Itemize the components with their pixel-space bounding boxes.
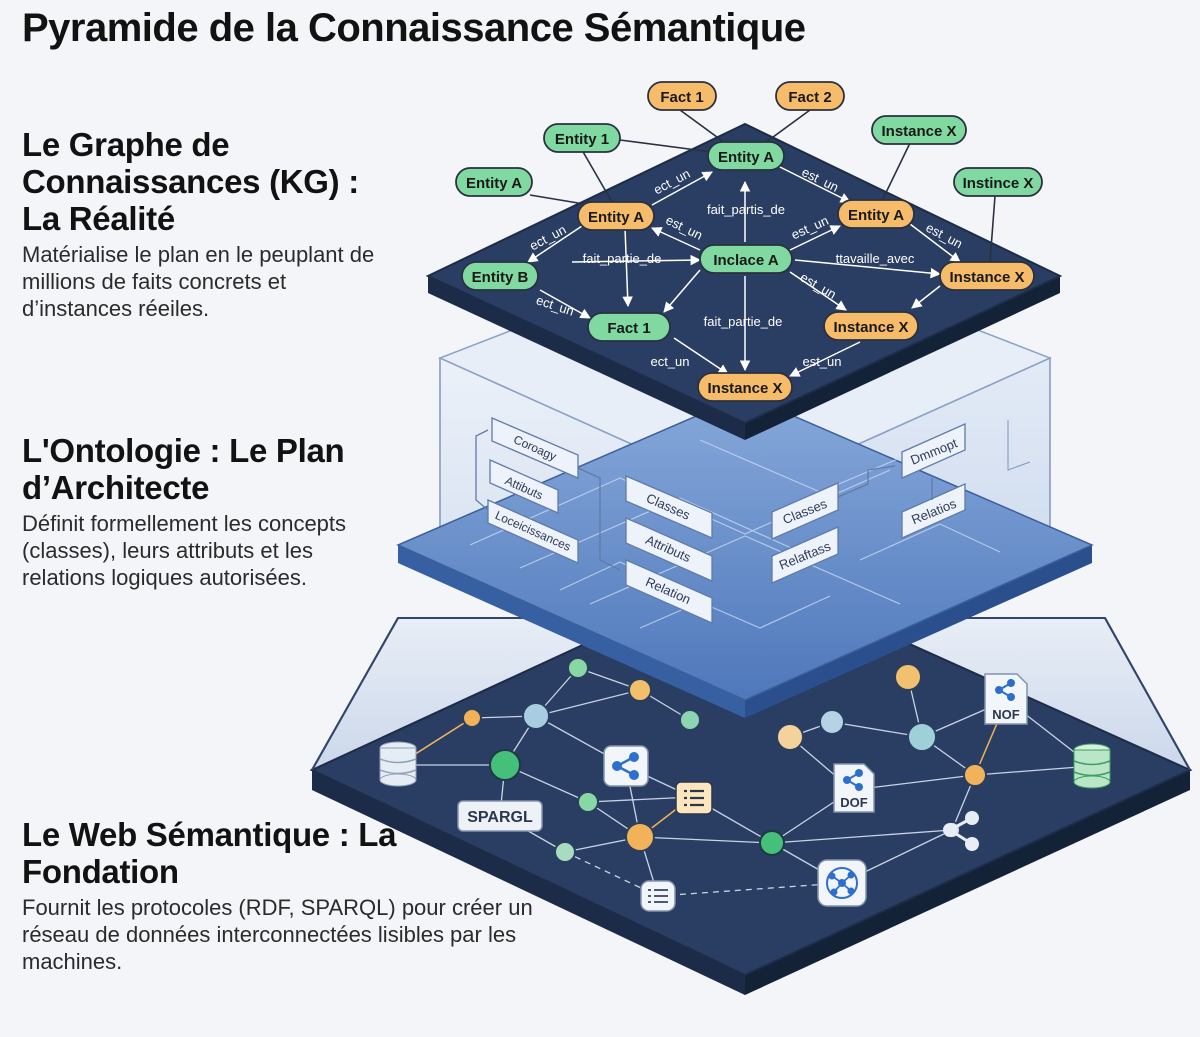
ontology-card-group-left: Coroagy Attibuts Loceicissances [475,417,621,571]
list-icon [640,880,676,912]
node-instince-x: Instince X [953,167,1043,197]
database-icon [1073,743,1111,789]
svg-text:Instance X: Instance X [949,269,1024,286]
svg-text:Fact 2: Fact 2 [788,89,831,106]
node-entity-a-top: Entity A [707,141,785,171]
node-entity-b: Entity B [461,261,539,291]
node-entity-a-orange-left: Entity A [577,201,655,231]
network-node [462,708,482,728]
network-node [907,722,937,752]
node-instance-x-mid: Instance X [823,311,919,341]
network-node [567,657,589,679]
svg-text:Entity A: Entity A [848,207,904,224]
edge-label: est_un [802,354,841,369]
share-node-icon [603,745,649,787]
network-node [577,791,599,813]
section-knowledge-graph: Le Graphe de Connaissances (KG) : La Réa… [22,126,402,322]
nof-label: NOF [992,707,1020,722]
svg-text:Entity A: Entity A [466,175,522,192]
edge-label: ttavaille_avec [836,251,915,266]
svg-text:Instince X: Instince X [963,175,1034,192]
node-entity-a-orange-right: Entity A [837,199,915,229]
list-document-icon [675,781,713,815]
edge-label: fait_partie_de [583,251,662,266]
ontology-description: Définit formellement les concepts (class… [22,511,347,590]
node-inclace-a: Inclace A [699,244,793,274]
section-ontology: L'Ontologie : Le Plan d’Architecte Défin… [22,432,402,591]
semantic-web-layer: SPARGL NOF [309,568,1193,995]
node-entity-a-left: Entity A [455,167,533,197]
knowledge-graph-layer: ect_un fait_partis_de est_un ect_un est_… [425,81,1063,440]
network-hub-icon [817,859,867,907]
kg-nodes: Fact 1 Fact 2 Entity 1 Instance X Entity… [455,81,1043,402]
svg-text:Entity B: Entity B [472,269,529,286]
svg-text:Fact 1: Fact 1 [660,89,703,106]
sparql-tag: SPARGL [457,800,543,832]
edge-label: fait_partie_de [704,314,783,329]
svg-text:Fact 1: Fact 1 [607,320,650,337]
network-node [759,830,785,856]
semantic-web-description: Fournit les protocoles (RDF, SPARQL) pou… [22,895,533,974]
network-node [522,702,550,730]
network-node [554,841,576,863]
network-node [625,822,655,852]
network-node [963,763,987,787]
knowledge-graph-heading: Le Graphe de Connaissances (KG) : La Réa… [22,126,359,237]
node-instance-x-bottom: Instance X [697,372,793,402]
node-entity-1: Entity 1 [543,123,621,153]
network-node [819,709,845,735]
dof-document-icon: DOF [833,763,875,813]
section-semantic-web: Le Web Sémantique : La Fondation Fournit… [22,816,542,975]
nof-document-icon: NOF [984,673,1028,725]
node-fact-1-top: Fact 1 [647,81,717,111]
node-fact-2-top: Fact 2 [775,81,845,111]
svg-text:Inclace A: Inclace A [713,252,778,269]
svg-text:Entity A: Entity A [718,149,774,166]
node-instance-x-top: Instance X [871,115,967,145]
network-node [776,723,804,751]
semantic-web-heading: Le Web Sémantique : La Fondation [22,816,397,890]
svg-text:Instance X: Instance X [833,319,908,336]
network-node [489,749,521,781]
network-node [628,678,652,702]
dof-label: DOF [840,795,868,810]
edge-label: ect_un [650,354,689,369]
knowledge-graph-description: Matérialise le plan en le peuplant de mi… [22,242,375,321]
ontology-card-group-right: Classes Relaftass Dmmopt Relatios [771,420,1031,584]
network-node [894,663,922,691]
sparql-label: SPARGL [467,809,533,826]
page-title: Pyramide de la Connaissance Sémantique [22,6,806,50]
kg-edges [527,165,961,377]
ontology-heading: L'Ontologie : Le Plan d’Architecte [22,432,345,506]
network-node [679,709,701,731]
svg-text:Entity A: Entity A [588,209,644,226]
node-fact-1-bottom: Fact 1 [587,312,671,342]
svg-text:Entity 1: Entity 1 [555,131,609,148]
svg-text:Instance X: Instance X [707,380,782,397]
svg-text:Instance X: Instance X [881,123,956,140]
share-icon [943,811,979,851]
edge-label: fait_partis_de [707,202,785,217]
node-instance-x-right: Instance X [939,261,1035,291]
database-icon [379,741,417,787]
